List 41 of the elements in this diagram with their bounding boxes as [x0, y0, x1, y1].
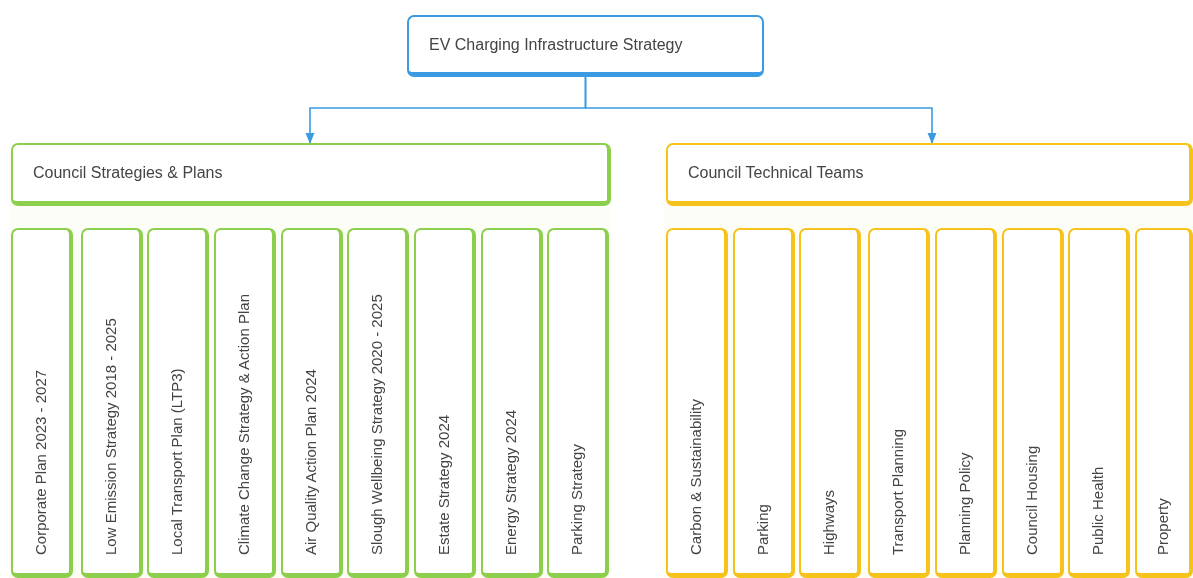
item-card	[414, 228, 476, 578]
item-card	[11, 228, 73, 578]
vertical-label: Carbon & Sustainability	[687, 399, 705, 555]
vertical-label: Local Transport Plan (LTP3)	[168, 368, 186, 555]
item-card	[81, 228, 143, 578]
category-header	[666, 143, 1193, 206]
item-card	[935, 228, 997, 578]
item-card	[799, 228, 861, 578]
vertical-label: Climate Change Strategy & Action Plan	[235, 294, 253, 555]
header-label: Council Technical Teams	[688, 164, 864, 182]
vertical-label: Parking	[754, 504, 772, 555]
item-card	[147, 228, 209, 578]
item-card	[1135, 228, 1193, 578]
vertical-label: Air Quality Action Plan 2024	[302, 369, 320, 555]
item-card	[214, 228, 276, 578]
vertical-label: Transport Planning	[889, 428, 907, 555]
item-card	[281, 228, 343, 578]
item-card	[666, 228, 728, 578]
item-card	[1002, 228, 1064, 578]
vertical-label: Property	[1154, 498, 1172, 555]
item-card	[1068, 228, 1130, 578]
strategy-box	[407, 15, 764, 77]
item-card	[481, 228, 543, 578]
vertical-label: Highways	[820, 489, 838, 555]
vertical-label: Planning Policy	[956, 452, 974, 555]
vertical-label: Public Health	[1089, 466, 1107, 555]
vertical-label: Energy Strategy 2024	[502, 409, 520, 555]
connector-arrow	[584, 76, 937, 145]
title-label: EV Charging Infrastructure Strategy	[429, 35, 683, 54]
vertical-label: Parking Strategy	[568, 444, 586, 555]
item-card	[547, 228, 609, 578]
item-card	[733, 228, 795, 578]
vertical-label: Council Housing	[1023, 445, 1041, 555]
item-card	[347, 228, 409, 578]
vertical-label: Low Emission Strategy 2018 - 2025	[102, 318, 120, 555]
category-header	[11, 143, 611, 206]
vertical-label: Slough Wellbeing Strategy 2020 - 2025	[368, 294, 386, 555]
item-card	[868, 228, 930, 578]
header-label: Council Strategies & Plans	[33, 164, 223, 182]
vertical-label: Estate Strategy 2024	[435, 414, 453, 555]
vertical-label: Corporate Plan 2023 - 2027	[32, 369, 50, 555]
